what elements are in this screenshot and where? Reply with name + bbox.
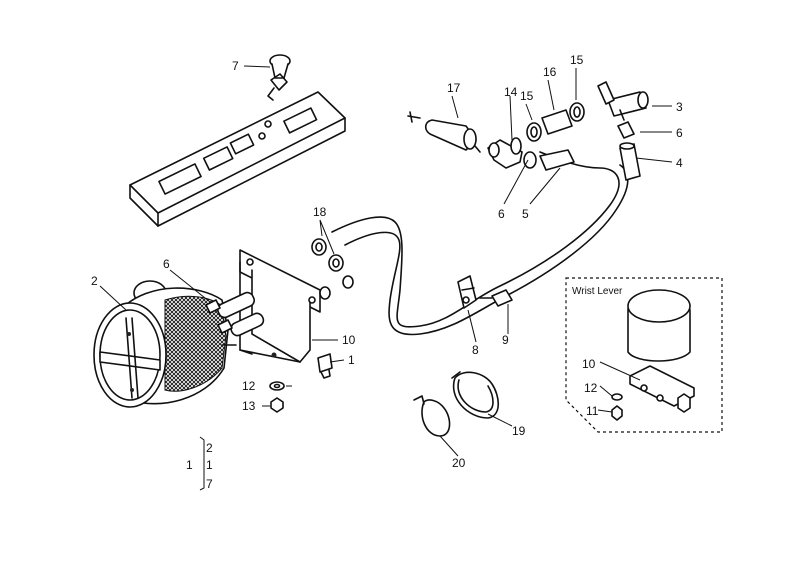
- callout-2: 2: [91, 274, 98, 288]
- hose-clamp-part-19: [451, 371, 500, 419]
- assembly-member-3: 7: [206, 477, 213, 491]
- hose-route: [331, 151, 629, 336]
- bracket-part-10: [205, 249, 321, 363]
- fitting-part-6c: [617, 121, 635, 139]
- tube-part-4: [619, 142, 641, 181]
- assembly-member-2: 1: [206, 458, 213, 472]
- hose-part-17: [407, 111, 481, 153]
- callout-17: 17: [447, 81, 461, 95]
- assembly-member-1: 2: [206, 441, 213, 455]
- air-cleaner-part-2: [93, 280, 237, 408]
- callout-15b: 15: [570, 53, 584, 67]
- tube-part-5: [523, 149, 575, 171]
- callout-3: 3: [676, 100, 683, 114]
- washer-part-12: [269, 381, 285, 391]
- callout-6b: 6: [498, 207, 505, 221]
- washers-part-18: [311, 238, 354, 300]
- callout-19: 19: [512, 424, 526, 438]
- inset-title: Wrist Lever: [572, 286, 623, 297]
- callout-5: 5: [522, 207, 529, 221]
- wrist-lever-inset: Wrist Lever: [565, 277, 723, 433]
- callout-labels: 7 17 14 15 16 15 3 6 4 6 5 18 6 2 10 1 1…: [91, 53, 683, 491]
- valve-part-3: [597, 81, 649, 121]
- leader-lines: [99, 65, 673, 491]
- callout-14: 14: [504, 85, 518, 99]
- clamp-part-8: [457, 275, 477, 309]
- tee-part-14: [487, 137, 523, 169]
- callout-20: 20: [452, 456, 466, 470]
- screw-part-9: [479, 289, 513, 307]
- inset-callout-12: 12: [584, 381, 598, 395]
- callout-18: 18: [313, 205, 327, 219]
- callout-4: 4: [676, 156, 683, 170]
- callout-9: 9: [502, 333, 509, 347]
- callout-8: 8: [472, 343, 479, 357]
- callout-1: 1: [348, 353, 355, 367]
- knob-part-7: [267, 54, 291, 101]
- callout-6c: 6: [676, 126, 683, 140]
- inset-callout-11: 11: [586, 404, 599, 418]
- bolt-part-1: [317, 353, 333, 379]
- mounting-plate: [129, 91, 346, 227]
- hose-clamp-part-20: [413, 395, 451, 437]
- tube-part-16: [541, 109, 573, 135]
- callout-12: 12: [242, 379, 256, 393]
- callout-15a: 15: [520, 89, 534, 103]
- callout-16: 16: [543, 65, 557, 79]
- callout-7: 7: [232, 59, 239, 73]
- nut-part-13: [270, 397, 284, 413]
- clamp-part-15b: [569, 102, 585, 122]
- assembly-main-number: 1: [186, 458, 193, 472]
- clamp-part-15a: [526, 122, 542, 142]
- callout-6a: 6: [163, 257, 170, 271]
- callout-10: 10: [342, 333, 356, 347]
- callout-13: 13: [242, 399, 256, 413]
- inset-callout-10: 10: [582, 357, 596, 371]
